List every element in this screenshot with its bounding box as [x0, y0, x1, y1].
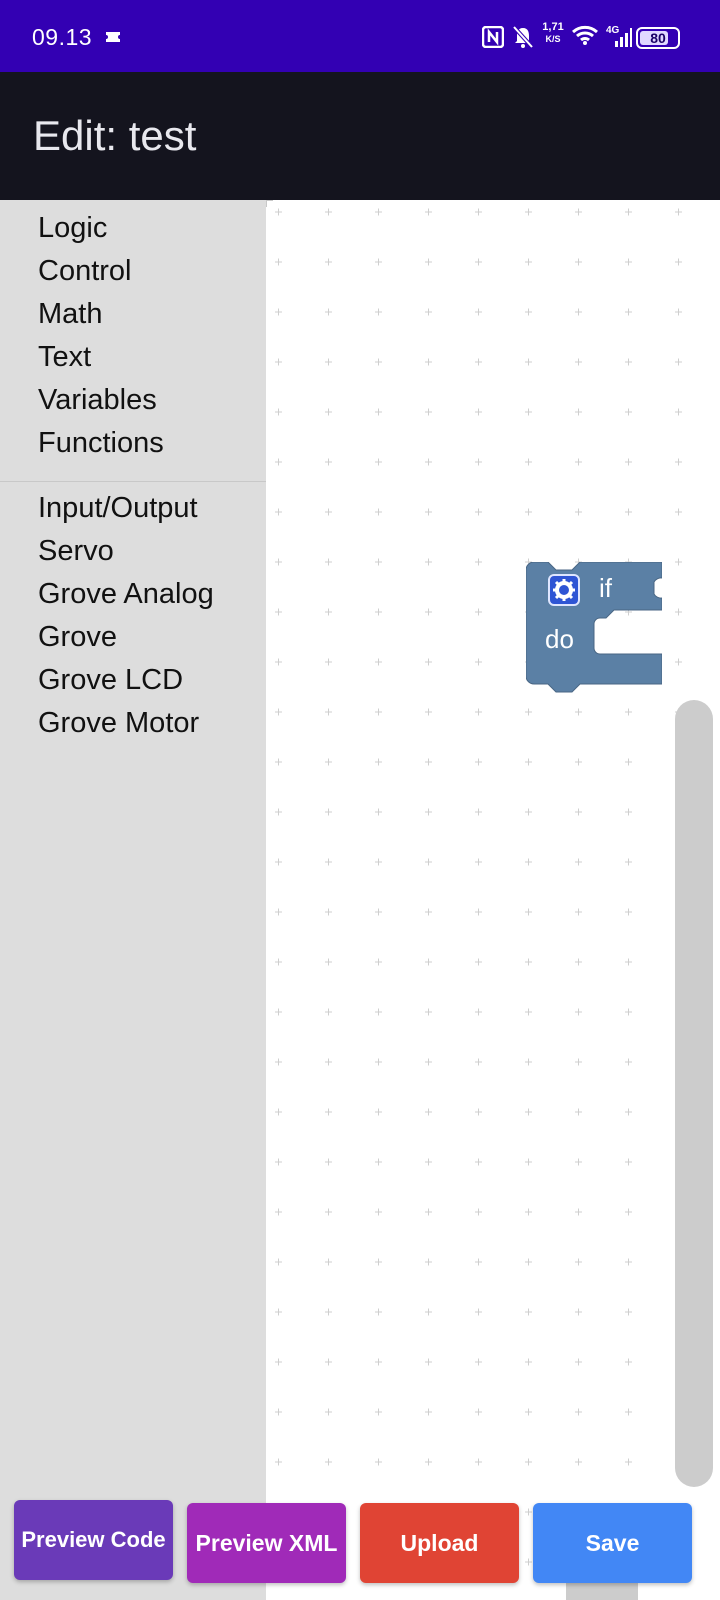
network-speed: 1,71 K/S: [540, 21, 566, 45]
preview-code-label: Preview Code: [21, 1527, 166, 1552]
notification-icon: [106, 32, 120, 42]
blockly-workspace[interactable]: [266, 200, 720, 1600]
upload-button[interactable]: Upload: [360, 1503, 519, 1583]
signal-icon: 4G: [606, 25, 632, 47]
toolbox-item-servo[interactable]: Servo: [38, 535, 114, 567]
toolbox-item-grove-lcd[interactable]: Grove LCD: [38, 664, 184, 696]
toolbox-item-grove-motor[interactable]: Grove Motor: [38, 707, 200, 739]
network-speed-value: 1,71: [542, 21, 564, 33]
gear-icon[interactable]: [548, 574, 580, 606]
block-keyword-if: if: [599, 573, 612, 603]
status-bar: 09.13 1,71 K/S 4G: [0, 0, 720, 72]
status-time: 09.13: [32, 24, 93, 50]
svg-text:4G: 4G: [606, 25, 620, 36]
block-keyword-do: do: [545, 624, 574, 654]
workspace-grid: [266, 200, 720, 1600]
upload-label: Upload: [400, 1530, 479, 1556]
toolbox-item-logic[interactable]: Logic: [38, 212, 108, 244]
save-label: Save: [585, 1530, 640, 1556]
workspace-scrollbar[interactable]: [675, 700, 713, 1487]
toolbox-item-functions[interactable]: Functions: [38, 427, 164, 459]
toolbox: Logic Control Math Text Variables Functi…: [0, 200, 266, 1600]
app-bar: Edit: test: [0, 72, 720, 200]
toolbox-item-grove[interactable]: Grove: [38, 621, 117, 653]
bell-off-icon: [512, 25, 534, 49]
network-speed-unit: K/S: [545, 34, 561, 44]
page-title: Edit: test: [33, 112, 197, 159]
battery-level: 80: [650, 30, 666, 46]
battery-icon: 80: [636, 27, 680, 49]
nfc-icon: [482, 26, 504, 48]
wifi-icon: [572, 25, 598, 45]
preview-xml-button[interactable]: Preview XML: [187, 1503, 346, 1583]
toolbox-item-input-output[interactable]: Input/Output: [38, 492, 198, 524]
toolbox-item-grove-analog[interactable]: Grove Analog: [38, 578, 214, 610]
toolbox-item-text[interactable]: Text: [38, 341, 92, 373]
save-button[interactable]: Save: [533, 1503, 692, 1583]
preview-xml-label: Preview XML: [195, 1530, 338, 1556]
preview-code-button[interactable]: Preview Code: [14, 1500, 173, 1580]
toolbox-item-math[interactable]: Math: [38, 298, 103, 330]
toolbox-separator: [0, 481, 266, 482]
toolbox-item-control[interactable]: Control: [38, 255, 132, 287]
toolbox-item-variables[interactable]: Variables: [38, 384, 157, 416]
